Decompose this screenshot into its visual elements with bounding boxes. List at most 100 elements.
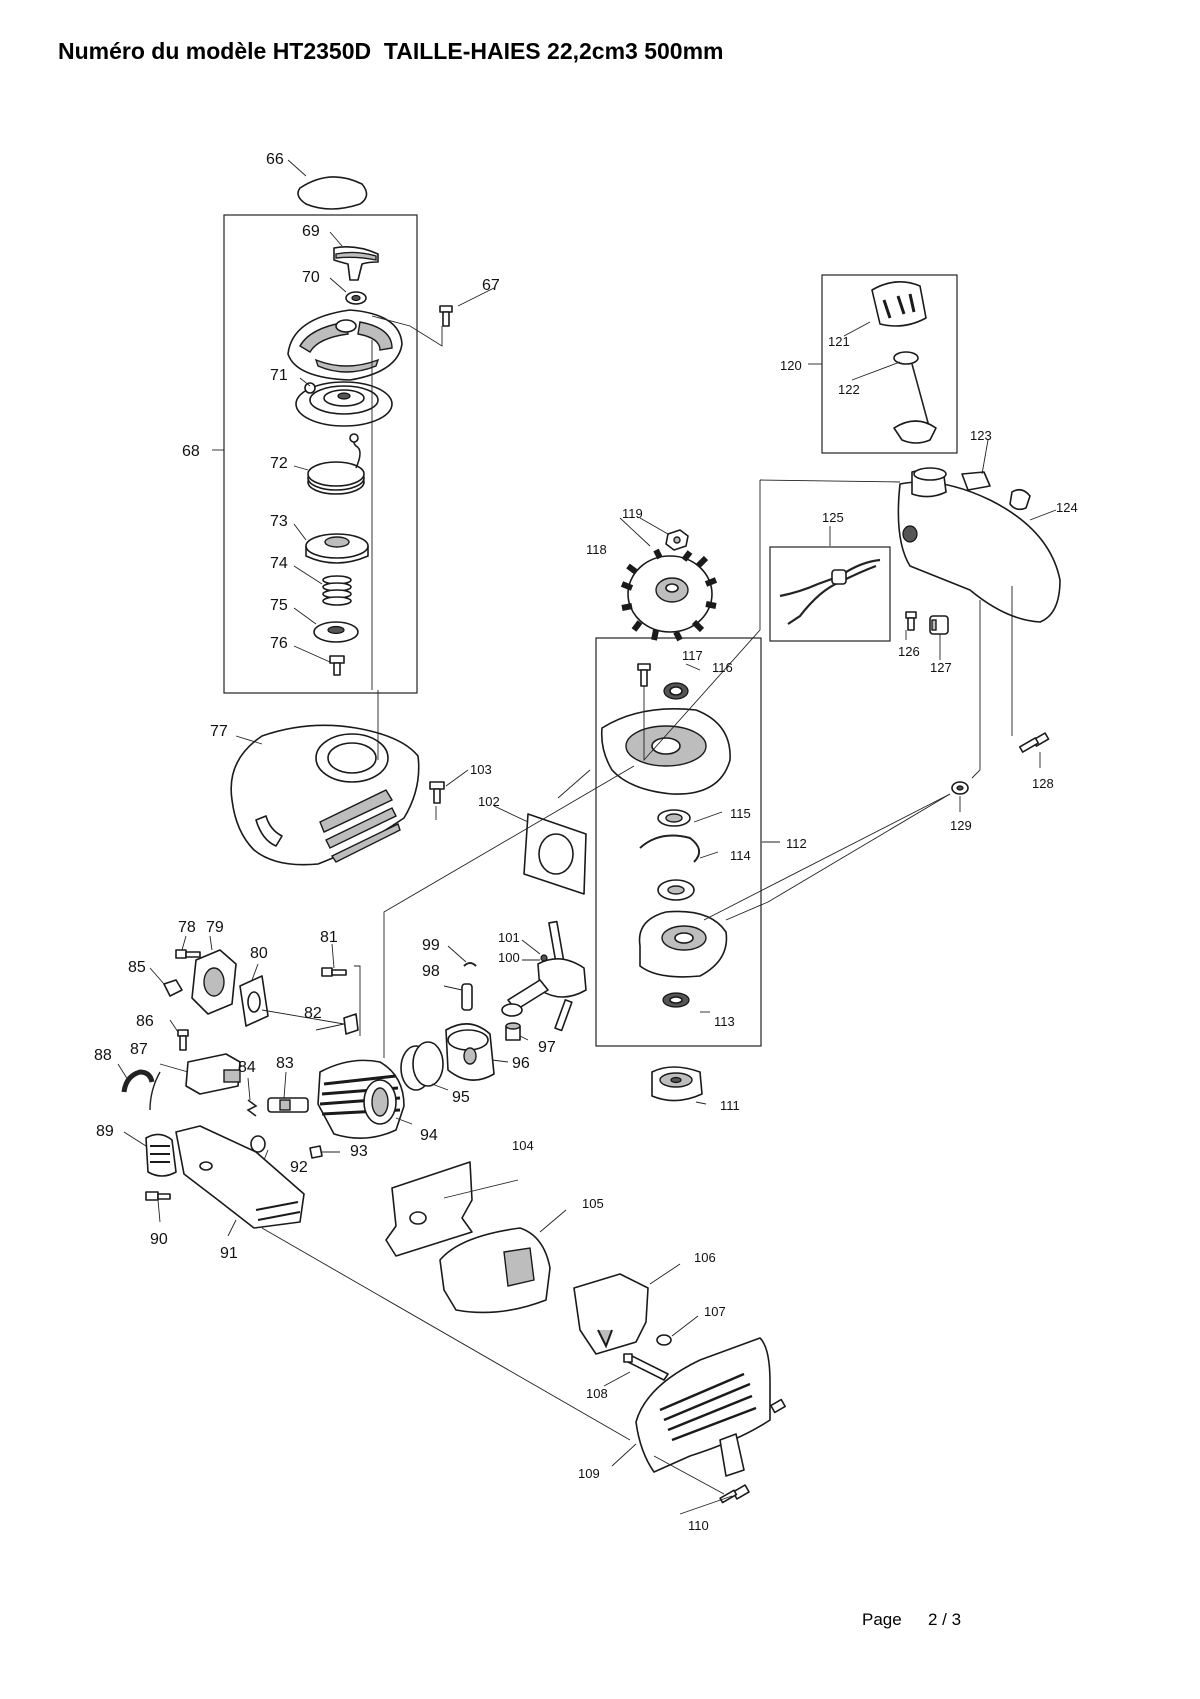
part-label-112: 112 bbox=[786, 836, 807, 851]
part-label-102: 102 bbox=[478, 794, 500, 809]
knob-89 bbox=[145, 1133, 177, 1177]
screw-90 bbox=[145, 1191, 171, 1201]
part-label-85: 85 bbox=[128, 959, 146, 976]
gasket-104 bbox=[385, 1161, 473, 1257]
part-label-118: 118 bbox=[586, 542, 607, 557]
spring-72 bbox=[307, 433, 365, 495]
part-label-101: 101 bbox=[498, 930, 520, 945]
starter-seal-66 bbox=[297, 176, 368, 210]
part-label-100: 100 bbox=[498, 950, 520, 965]
part-label-110: 110 bbox=[688, 1518, 709, 1533]
muffler-cover-109 bbox=[635, 1337, 771, 1477]
part-label-89: 89 bbox=[96, 1123, 114, 1140]
part-label-116: 116 bbox=[712, 660, 733, 675]
part-label-72: 72 bbox=[270, 455, 288, 472]
part-label-107: 107 bbox=[704, 1304, 726, 1319]
part-label-98: 98 bbox=[422, 963, 440, 980]
washer-70 bbox=[345, 291, 367, 305]
fuel-tank-124 bbox=[897, 467, 1061, 623]
part-label-93: 93 bbox=[350, 1143, 368, 1160]
page-number: 2 / 3 bbox=[928, 1610, 962, 1629]
part-label-92: 92 bbox=[290, 1159, 308, 1176]
part-label-79: 79 bbox=[206, 919, 224, 936]
clip-82 bbox=[343, 1013, 359, 1035]
page-label: Page bbox=[862, 1610, 902, 1629]
lead-88 bbox=[121, 1069, 161, 1111]
clip-99 bbox=[463, 962, 477, 967]
part-label-104: 104 bbox=[512, 1138, 534, 1153]
part-label-96: 96 bbox=[512, 1055, 530, 1072]
part-label-81: 81 bbox=[320, 929, 338, 946]
part-label-80: 80 bbox=[250, 945, 268, 962]
bearing-97 bbox=[505, 1022, 521, 1041]
bolt-108 bbox=[623, 1353, 669, 1381]
spring-84 bbox=[246, 1099, 258, 1117]
part-label-78: 78 bbox=[178, 919, 196, 936]
washer-129 bbox=[951, 781, 969, 795]
part-label-113: 113 bbox=[714, 1014, 735, 1029]
part-label-77: 77 bbox=[210, 723, 228, 740]
part-label-66: 66 bbox=[266, 151, 284, 168]
nut-93 bbox=[309, 1145, 323, 1159]
part-label-73: 73 bbox=[270, 513, 288, 530]
fan-118 bbox=[620, 548, 718, 642]
part-label-84: 84 bbox=[238, 1059, 256, 1076]
part-label-117: 117 bbox=[682, 648, 703, 663]
nut-92 bbox=[250, 1135, 266, 1153]
part-label-69: 69 bbox=[302, 223, 320, 240]
starter-case bbox=[287, 309, 403, 381]
group-box-125 bbox=[769, 546, 891, 642]
part-label-97: 97 bbox=[538, 1039, 556, 1056]
cylinder-94 bbox=[317, 1059, 405, 1139]
pulley-73 bbox=[305, 533, 369, 564]
part-label-67: 67 bbox=[482, 277, 500, 294]
part-label-123: 123 bbox=[970, 428, 992, 443]
pin-98 bbox=[461, 983, 473, 1011]
ratchet-75 bbox=[313, 621, 359, 643]
screw-128 bbox=[1018, 732, 1050, 753]
piston-96 bbox=[445, 1023, 495, 1081]
oil-seal-116 bbox=[663, 682, 689, 700]
group-box-68 bbox=[223, 214, 418, 694]
engine-cover-77 bbox=[230, 724, 420, 866]
part-label-90: 90 bbox=[150, 1231, 168, 1248]
screw-110 bbox=[719, 1484, 750, 1504]
screw-86 bbox=[177, 1029, 189, 1051]
part-label-95: 95 bbox=[452, 1089, 470, 1106]
nut-119 bbox=[665, 529, 689, 551]
bearing-114 bbox=[657, 879, 695, 901]
muffler-105 bbox=[439, 1227, 551, 1314]
part-label-105: 105 bbox=[582, 1196, 604, 1211]
ignition-coil-87 bbox=[185, 1053, 241, 1095]
screw-126 bbox=[905, 611, 917, 631]
filter-127 bbox=[929, 615, 949, 635]
page-title: Numéro du modèle HT2350D TAILLE-HAIES 22… bbox=[58, 38, 724, 64]
reel-71 bbox=[295, 381, 393, 427]
screw-103 bbox=[429, 781, 445, 804]
bracket-91 bbox=[175, 1125, 305, 1229]
screw-76 bbox=[329, 655, 345, 676]
part-label-99: 99 bbox=[422, 937, 440, 954]
part-label-88: 88 bbox=[94, 1047, 112, 1064]
part-label-74: 74 bbox=[270, 555, 288, 572]
part-label-127: 127 bbox=[930, 660, 952, 675]
clutch-111 bbox=[651, 1066, 703, 1102]
starter-handle-69 bbox=[333, 246, 379, 281]
part-label-71: 71 bbox=[270, 367, 288, 384]
cap-123 bbox=[961, 471, 991, 491]
crankcase-lower bbox=[638, 910, 728, 978]
part-label-70: 70 bbox=[302, 269, 320, 286]
fuel-filter-122 bbox=[893, 351, 937, 444]
screw-117 bbox=[637, 663, 651, 687]
part-label-87: 87 bbox=[130, 1041, 148, 1058]
circlip-114a bbox=[639, 834, 701, 863]
part-label-108: 108 bbox=[586, 1386, 608, 1401]
part-label-103: 103 bbox=[470, 762, 492, 777]
leader-lines bbox=[117, 159, 1057, 1515]
part-label-83: 83 bbox=[276, 1055, 294, 1072]
part-label-106: 106 bbox=[694, 1250, 716, 1265]
key-101 bbox=[540, 954, 548, 962]
fuel-cap-121 bbox=[871, 281, 927, 327]
part-label-121: 121 bbox=[828, 334, 850, 349]
part-label-120: 120 bbox=[780, 358, 802, 373]
